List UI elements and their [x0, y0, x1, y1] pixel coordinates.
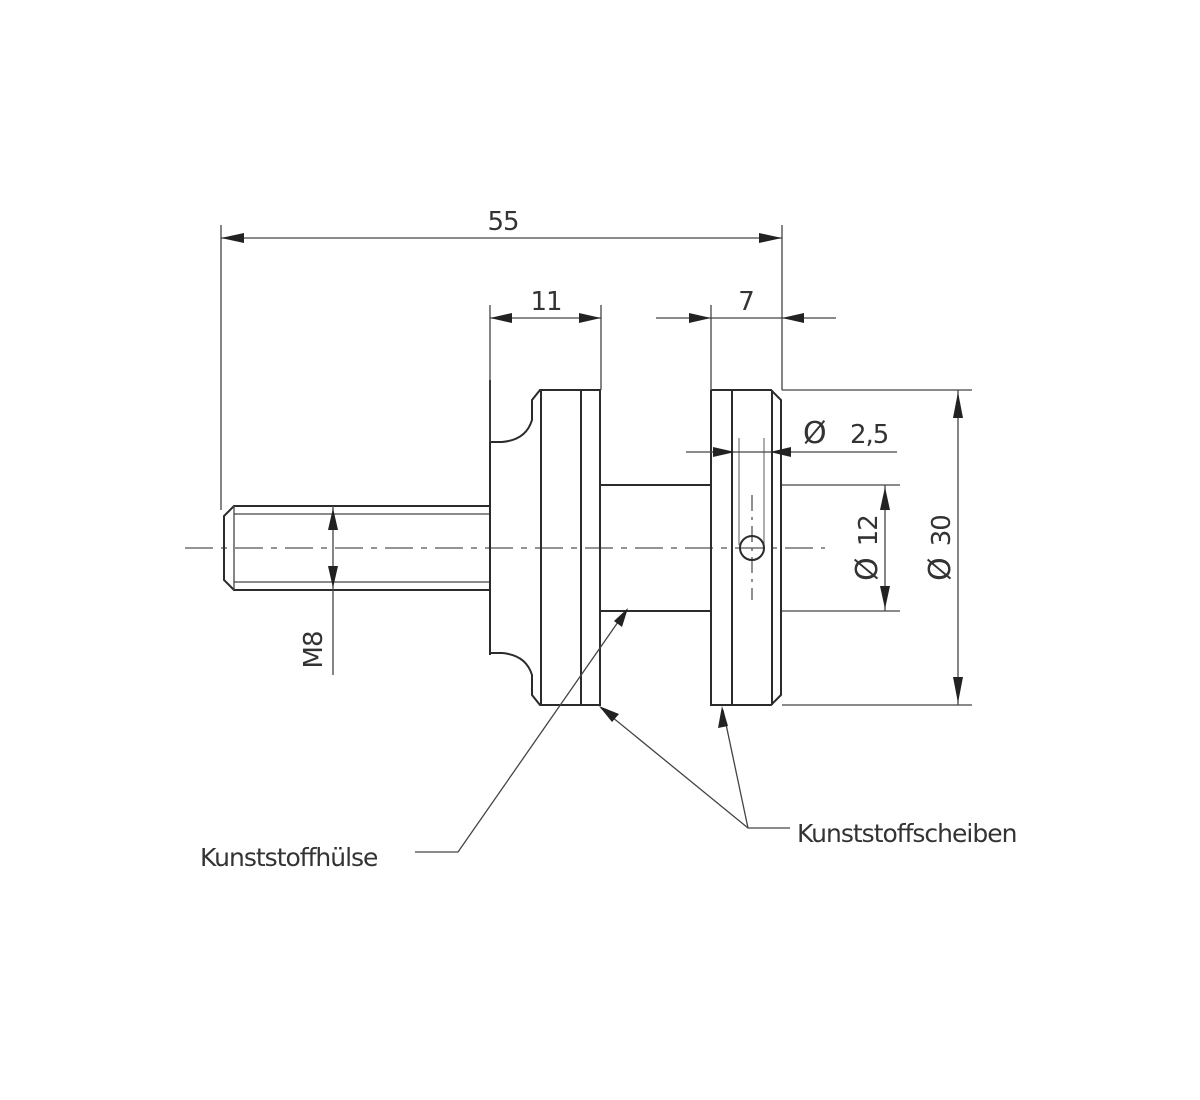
leader-discs — [599, 706, 790, 829]
right-disc — [710, 389, 782, 706]
dim-m8-label: M8 — [299, 632, 329, 669]
dimension-m8 — [328, 506, 338, 675]
dimension-7 — [656, 305, 836, 390]
leader-sleeve — [415, 608, 628, 853]
label-discs: Kunststoffscheiben — [797, 819, 1016, 848]
dim-30-label: Ø30 — [923, 515, 958, 581]
dimension-11 — [489, 305, 602, 442]
dim-hole-label: 2,5 — [850, 420, 888, 450]
cross-hole-icon — [739, 535, 765, 561]
dimension-12 — [782, 484, 900, 612]
middle-shaft — [600, 484, 711, 612]
dim-11-label: 11 — [530, 287, 561, 317]
dim-12-label: Ø12 — [850, 515, 885, 581]
dimension-30 — [782, 389, 972, 706]
dimension-55 — [220, 225, 783, 510]
dim-55-label: 55 — [487, 207, 518, 237]
sleeve-flange — [489, 380, 601, 706]
label-sleeve: Kunststoffhülse — [200, 843, 378, 872]
dimension-hole-2-5 — [686, 447, 897, 457]
dim-hole-symbol: Ø — [803, 416, 826, 451]
threaded-stud — [223, 505, 490, 591]
dim-7-label: 7 — [738, 287, 754, 317]
